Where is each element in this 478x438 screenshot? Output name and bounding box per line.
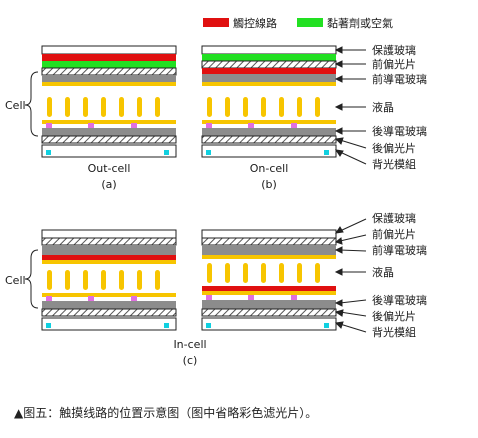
label-top-rear-polarizer: 後偏光片 xyxy=(372,141,416,155)
cell-label-bottom: Cell xyxy=(5,274,26,287)
label-top-protective-glass: 保護玻璃 xyxy=(372,43,416,57)
label-top-front-conductive-glass: 前導電玻璃 xyxy=(372,72,427,86)
legend-label-adhesive: 黏著劑或空氣 xyxy=(327,16,393,30)
diagram-sub-a: (a) xyxy=(101,178,116,191)
cell-label-top: Cell xyxy=(5,99,26,112)
layer-labels-bottom: 保護玻璃 前偏光片 前導電玻璃 液晶 後導電玻璃 後偏光片 背光模組 xyxy=(372,211,427,339)
label-bottom-front-conductive-glass: 前導電玻璃 xyxy=(372,243,427,257)
label-top-liquid-crystal: 液晶 xyxy=(372,100,394,114)
diagram-in-cell-left xyxy=(41,229,177,331)
diagram-sub-b: (b) xyxy=(261,178,277,191)
legend-swatch-adhesive xyxy=(297,18,323,27)
diagram-in-cell-right xyxy=(201,229,337,331)
label-top-rear-conductive-glass: 後導電玻璃 xyxy=(372,124,427,138)
label-bottom-front-polarizer: 前偏光片 xyxy=(372,227,416,241)
diagram-out-cell: Out-cell (a) xyxy=(41,45,177,191)
leaders-bottom xyxy=(334,218,367,333)
leaders-top xyxy=(334,46,367,165)
layer-labels-top: 保護玻璃 前偏光片 前導電玻璃 液晶 後導電玻璃 後偏光片 背光模組 xyxy=(372,43,427,171)
diagram-title-on-cell: On-cell xyxy=(250,162,289,175)
label-bottom-protective-glass: 保護玻璃 xyxy=(372,211,416,225)
diagram-title-out-cell: Out-cell xyxy=(88,162,131,175)
liquid-crystal-c2 xyxy=(207,263,320,283)
legend: 觸控線路 黏著劑或空氣 xyxy=(203,16,393,30)
diagram-title-in-cell: In-cell xyxy=(173,338,206,351)
figure-caption: ▲图五：触摸线路的位置示意图（图中省略彩色滤光片）。 xyxy=(14,406,318,420)
cell-bracket-top: Cell xyxy=(5,71,39,137)
label-bottom-rear-polarizer: 後偏光片 xyxy=(372,309,416,323)
label-bottom-liquid-crystal: 液晶 xyxy=(372,265,394,279)
diagram-sub-c: (c) xyxy=(183,354,198,367)
label-bottom-backlight-module: 背光模組 xyxy=(372,325,416,339)
liquid-crystal-c1 xyxy=(47,270,160,290)
label-top-front-polarizer: 前偏光片 xyxy=(372,57,416,71)
liquid-crystal-a xyxy=(47,97,160,117)
legend-swatch-touch-line xyxy=(203,18,229,27)
legend-label-touch-line: 觸控線路 xyxy=(233,16,277,30)
label-bottom-rear-conductive-glass: 後導電玻璃 xyxy=(372,293,427,307)
label-top-backlight-module: 背光模組 xyxy=(372,157,416,171)
diagram-on-cell: On-cell (b) xyxy=(201,45,337,191)
liquid-crystal-b xyxy=(207,97,320,117)
cell-bracket-bottom: Cell xyxy=(5,249,39,309)
